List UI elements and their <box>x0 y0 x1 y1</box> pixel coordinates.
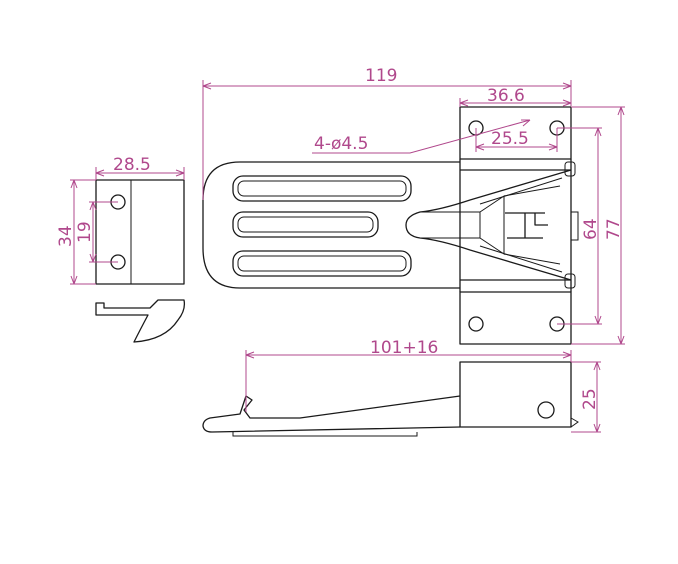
dim-side-height-outer: 34 <box>56 225 76 247</box>
slot-bottom-inner <box>237 255 407 272</box>
hinge-pin-bottom <box>564 273 576 289</box>
dim-line-reach <box>245 350 572 412</box>
dim-line-bracket-hole-spacing <box>557 127 602 325</box>
dim-reach: 101+16 <box>370 338 438 358</box>
slot-top-inner <box>237 180 407 197</box>
lower-bracket <box>459 291 572 345</box>
slot-bottom <box>232 250 412 277</box>
dim-bracket-width: 36.6 <box>487 86 525 106</box>
dim-line-side-block-width <box>95 167 185 180</box>
handle-plate <box>202 161 460 289</box>
handle-profile-base <box>232 417 579 437</box>
slot-top <box>232 175 412 202</box>
mount-block <box>459 361 572 428</box>
side-view <box>95 179 186 343</box>
dim-hole-callout: 4-ø4.5 <box>314 134 368 154</box>
dim-overall-length: 119 <box>365 66 397 86</box>
dim-bracket-height: 77 <box>604 218 624 240</box>
bottom-profile <box>202 361 579 437</box>
hinge-body <box>459 159 572 292</box>
dim-line-block-height <box>571 361 601 433</box>
dim-line-side-height-outer <box>70 179 96 285</box>
latch-wings <box>503 185 561 265</box>
dimensions: 119 36.6 25.5 4-ø4.5 28.5 34 19 64 77 10… <box>56 66 625 433</box>
dim-line-bracket-width <box>459 98 572 107</box>
dim-line-overall-length <box>202 80 572 200</box>
latch-tongue <box>479 195 505 255</box>
mount-block-hole <box>537 401 555 419</box>
latch-arm-outline <box>405 169 572 281</box>
handle-slots <box>232 175 412 277</box>
dim-line-bracket-height <box>571 106 625 345</box>
hinge-notch <box>571 211 579 241</box>
dim-bracket-hole-spacing: 64 <box>581 218 601 240</box>
slot-middle-inner <box>237 216 374 233</box>
dim-line-side-height-inner <box>89 201 118 263</box>
handle-profile <box>202 395 461 433</box>
hinge-pin-top <box>564 161 576 177</box>
hook-profile <box>95 299 186 343</box>
latch-arm-inner <box>420 177 563 273</box>
dim-line-hole-spacing <box>475 128 558 152</box>
dim-side-block-width: 28.5 <box>113 155 151 175</box>
dim-block-height: 25 <box>580 388 600 410</box>
side-block <box>95 179 185 285</box>
dim-line-hole-callout <box>312 119 531 154</box>
top-view <box>202 106 579 345</box>
dim-side-height-inner: 19 <box>75 221 95 243</box>
upper-bracket <box>459 106 572 160</box>
slot-middle <box>232 211 379 238</box>
logo-mark-icon <box>505 212 548 239</box>
dim-hole-spacing: 25.5 <box>491 129 529 149</box>
lower-bracket-hole-left <box>468 316 484 332</box>
